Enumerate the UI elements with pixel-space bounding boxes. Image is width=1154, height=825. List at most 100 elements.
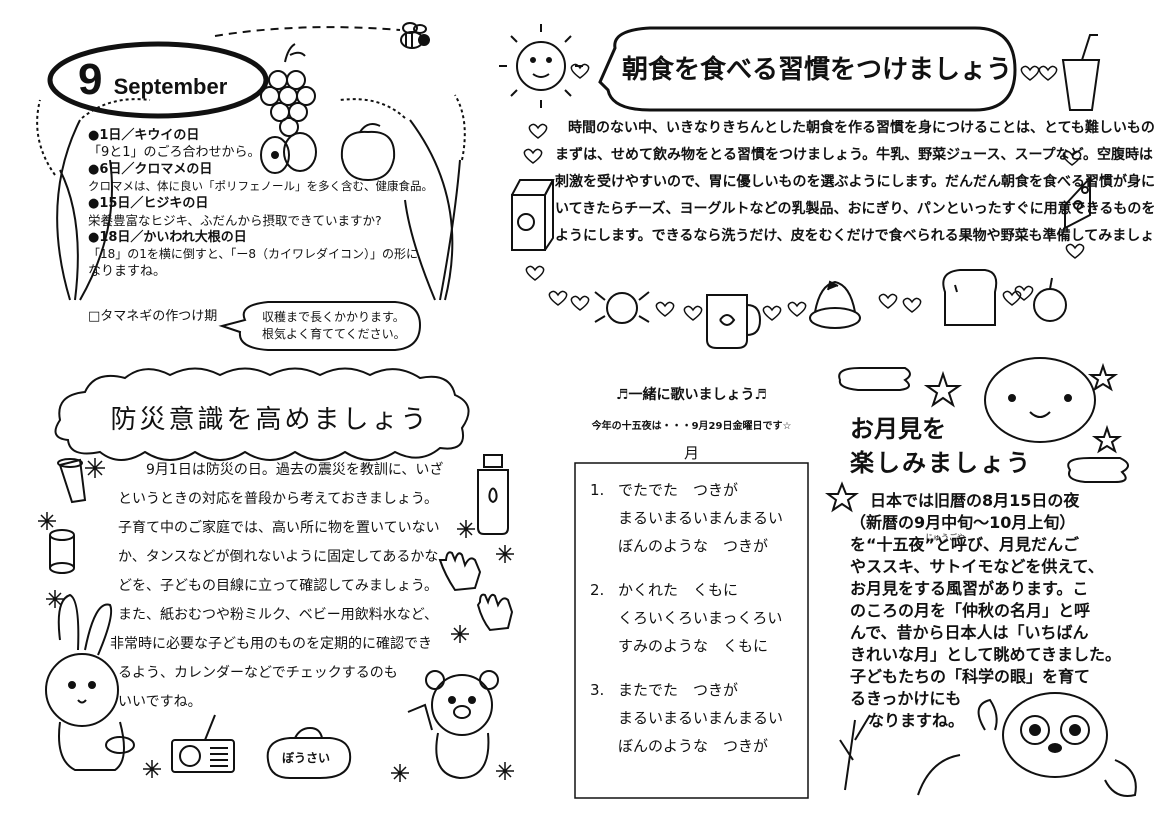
- verse-number: 3.: [590, 681, 605, 699]
- peach-icon: [340, 123, 396, 182]
- star-icon: [825, 362, 1123, 513]
- moon-line: （新暦の9月中旬～10月上旬）: [850, 513, 1076, 532]
- rice-plant-right-icon: [339, 94, 466, 301]
- song-verse: 2. かくれた くもに くろいくろいまっくろい すみのような くもに: [590, 576, 805, 660]
- sun-icon: [499, 24, 583, 108]
- song-box: [574, 462, 809, 799]
- onion-label: □タマネギの作つけ期: [88, 309, 218, 324]
- breakfast-line: 刺激を受けやすいので、胃に優しいものを選ぶようにします。だんだん朝食を食べる習慣…: [555, 174, 1154, 190]
- song-note: 今年の十五夜は・・・9月29日金曜日です☆: [591, 421, 792, 432]
- rice-plant-left-icon: [36, 98, 151, 301]
- verse-line: すみのような くもに: [618, 637, 769, 655]
- raccoon-icon: [977, 692, 1137, 797]
- moon-line: んで、昔から日本人は「いちばん: [850, 623, 1089, 642]
- bousai-line: また、紙おむつや粉ミルク、ベビー用飲料水など、: [118, 607, 439, 623]
- breakfast-line: ようにします。できるなら洗うだけ、皮をむくだけで食べられる果物や野菜も準備してみ…: [555, 228, 1154, 244]
- radio-icon: [171, 714, 235, 773]
- moon-paragraph: 日本では旧暦の8月15日の夜 （新暦の9月中旬～10月上旬） を“十五夜”と呼び…: [850, 490, 1122, 732]
- sparkle-icon: [38, 458, 514, 782]
- work-glove-icon: [438, 551, 514, 632]
- calendar-line: ●18日／かいわれ大根の日: [88, 230, 247, 245]
- bousai-line: 子育て中のご家庭では、高い所に物を置いていない: [118, 520, 440, 536]
- bousai-paragraph: 9月1日は防災の日。過去の震災を教訓に、いざ というときの対応を普段から考えてお…: [110, 456, 453, 717]
- verse-line: ぼんのような つきが: [618, 537, 769, 555]
- bousai-title: 防災意識を高めましょう: [110, 405, 430, 435]
- heart-icon: [523, 63, 1085, 321]
- water-bottle-icon: [477, 454, 509, 535]
- breakfast-line: 時間のない中、いきなりきちんとした朝食を作る習慣を身につけることは、とても難しい…: [568, 120, 1154, 136]
- apple-icon: [1033, 277, 1067, 322]
- moon-line: 日本では旧暦の8月15日の夜: [870, 491, 1080, 510]
- calendar-line: クロマメは、体に良い「ポリフェノール」を多く含む、健康食品。: [88, 179, 433, 193]
- emergency-bag-icon: [266, 726, 352, 779]
- moon-line: なりますね。: [868, 711, 965, 730]
- rabbit-icon: [45, 593, 135, 771]
- moon-line: のころの月を「仲秋の名月」と呼: [850, 601, 1091, 620]
- month-oval: [47, 41, 269, 119]
- milk-carton-icon: [511, 179, 555, 251]
- bousai-line: どを、子どもの目線に立って確認してみましょう。: [118, 578, 439, 594]
- verse-line: かくれた くもに: [618, 581, 739, 599]
- calendar-line: ●6日／クロマメの日: [88, 162, 213, 177]
- breakfast-paragraph: 時間のない中、いきなりきちんとした朝食を作る習慣を身につけることは、とても難しい…: [555, 115, 1154, 250]
- breakfast-title: 朝食を食べる習慣をつけましょう: [622, 55, 1013, 85]
- moon-line: 子どもたちの「科学の眼」を育て: [850, 667, 1091, 686]
- moon-line: お月見をする風習があります。こ: [850, 579, 1089, 598]
- moon-line: るきっかけにも: [850, 689, 962, 708]
- cloud-icon: [838, 367, 911, 391]
- onion-bubble-text: 収穫まで長くかかります。 根気よく育ててください。: [262, 309, 412, 343]
- onion-bubble-line: 根気よく育ててください。: [262, 327, 406, 341]
- cheese-icon: [1064, 175, 1091, 230]
- bear-icon: [407, 670, 499, 780]
- kiwi-icon: [260, 132, 317, 174]
- ruby-text: じゅうごや: [925, 533, 965, 542]
- month-header: 9 September: [78, 50, 248, 110]
- bread-icon: [942, 269, 998, 326]
- calendar-line: 栄養豊富なヒジキ、ふだんから摂取できていますか?: [88, 213, 382, 228]
- moon-title: お月見を 楽しみましょう: [850, 412, 1032, 480]
- drink-cup-icon: [1061, 34, 1101, 111]
- bousai-title-cloud: [54, 367, 470, 461]
- moon-line: きれいな月」として眺めてきました。: [850, 645, 1122, 664]
- calendar-list: ●1日／キウイの日 「9と1」のごろ合わせから。 ●6日／クロマメの日 クロマメ…: [88, 127, 433, 280]
- cloud-icon-2: [1067, 457, 1129, 483]
- breakfast-line: まずは、せめて飲み物をとる習慣をつけましょう。牛乳、野菜ジュース、スープなど。空…: [555, 147, 1154, 163]
- bousai-bag-label: ぼうさい: [282, 751, 331, 765]
- month-number: 9: [78, 55, 103, 104]
- bousai-line: るよう、カレンダーなどでチェックするのも: [118, 665, 398, 681]
- mug-icon: [706, 294, 762, 349]
- bousai-line: か、タンスなどが倒れないように固定してあるかな: [118, 549, 439, 565]
- song-verses: 1. でたでた つきが まるいまるいまんまるい ぼんのような つきが 2. かく…: [590, 476, 805, 760]
- song-title: 月: [683, 444, 699, 462]
- verse-line: ぼんのような つきが: [618, 737, 769, 755]
- moon-title-line: 楽しみましょう: [850, 449, 1032, 477]
- moon-line: やススキ、サトイモなどを供えて、: [850, 557, 1104, 576]
- bee-icon: [400, 22, 430, 49]
- canned-food-icon: [49, 529, 75, 574]
- breakfast-line: いてきたらチーズ、ヨーグルトなどの乳製品、おにぎり、パンといったすぐに用意できる…: [555, 201, 1154, 217]
- verse-line: でたでた つきが: [618, 481, 739, 499]
- verse-line: まるいまるいまんまるい: [618, 509, 784, 527]
- song-heading: ♬一緒に歌いましょう♬: [615, 387, 768, 403]
- bee-trail: [214, 26, 401, 37]
- song-verse: 3. またでた つきが まるいまるいまんまるい ぼんのような つきが: [590, 676, 805, 760]
- verse-line: またでた つきが: [618, 681, 739, 699]
- bousai-line: いいですね。: [118, 694, 202, 710]
- verse-line: くろいくろいまっくろい: [618, 609, 783, 627]
- verse-line: まるいまるいまんまるい: [618, 709, 784, 727]
- moon-face-icon: [984, 357, 1096, 443]
- calendar-line: ●15日／ヒジキの日: [88, 196, 209, 211]
- flashlight-icon: [57, 458, 87, 504]
- moon-title-line: お月見を: [850, 415, 946, 443]
- calendar-line: 「9と1」のごろ合わせから。: [88, 145, 261, 160]
- calendar-line: なりますね。: [88, 264, 167, 279]
- verse-number: 1.: [590, 481, 605, 499]
- verse-number: 2.: [590, 581, 605, 599]
- bousai-line: 9月1日は防災の日。過去の震災を教訓に、いざ: [146, 462, 444, 478]
- breakfast-title-frame: [598, 26, 1017, 112]
- onigiri-plate-icon: [809, 280, 861, 329]
- calendar-line: 「18」の1を横に倒すと、「ー8（カイワレダイコン）」の形に: [88, 247, 419, 261]
- onion-speech-bubble: [218, 301, 422, 351]
- bousai-line: というときの対応を普段から考えておきましょう。: [118, 491, 439, 507]
